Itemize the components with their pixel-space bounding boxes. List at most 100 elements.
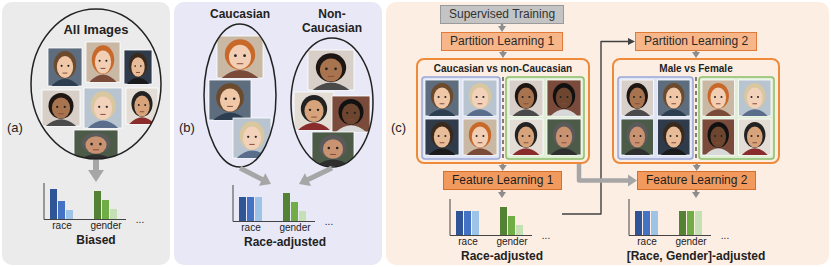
gender-bar <box>102 200 109 219</box>
set-title: All Images <box>30 8 162 37</box>
eye <box>309 109 311 111</box>
x-axis <box>629 235 711 236</box>
face-photo <box>658 119 691 155</box>
hair <box>319 135 347 159</box>
face <box>220 88 240 111</box>
photo-ground <box>294 92 334 130</box>
eye <box>476 96 478 98</box>
panel-label: (a) <box>7 120 23 135</box>
face <box>243 126 261 149</box>
connector-line <box>501 164 504 166</box>
face-photo <box>294 92 334 130</box>
connector <box>692 190 700 198</box>
face <box>52 98 70 119</box>
hair <box>431 122 453 148</box>
bar-chart: racegender...Race-adjusted <box>442 198 562 264</box>
connector <box>240 168 271 186</box>
partition-title: Caucasian vs non-Caucasian <box>418 60 588 75</box>
shoulders <box>661 148 687 155</box>
eye <box>640 135 642 137</box>
axis-label: ... <box>715 230 735 242</box>
eye <box>354 112 356 114</box>
partition-title: Male vs Female <box>614 60 778 75</box>
group-ground <box>422 77 500 159</box>
eye <box>138 104 140 106</box>
partition-figure <box>418 60 588 162</box>
hair <box>48 93 73 119</box>
mouth <box>716 142 721 143</box>
eye <box>225 98 228 101</box>
hair <box>90 91 115 120</box>
photo-ground <box>308 50 354 90</box>
face <box>95 50 111 73</box>
dashed-divider <box>695 77 696 159</box>
face <box>434 88 450 109</box>
y-axis <box>233 185 234 222</box>
panel-band: (c)Supervised TrainingPartition Learning… <box>386 2 829 265</box>
mouth <box>63 73 68 74</box>
axis-label: ... <box>319 216 339 228</box>
face <box>131 57 144 77</box>
hair <box>92 45 114 74</box>
mouth <box>524 103 529 104</box>
axis-label: race <box>233 222 269 234</box>
face-photo <box>48 48 82 86</box>
mouth <box>440 142 445 143</box>
face <box>710 127 726 148</box>
race-bar <box>635 211 642 235</box>
shoulders <box>512 109 539 116</box>
photo-ground <box>84 88 122 128</box>
ellipse-outline <box>204 24 276 167</box>
face <box>629 127 645 148</box>
box-label: Feature Learning 2 <box>646 173 747 188</box>
mouth <box>635 103 640 104</box>
shoulders <box>742 148 768 155</box>
gender-bar <box>299 211 306 221</box>
face-photo <box>308 50 354 90</box>
partition-figure <box>614 60 778 162</box>
face-photo <box>84 88 122 128</box>
eye <box>233 98 236 101</box>
eye <box>438 135 440 137</box>
photo-ground <box>547 80 581 116</box>
connector-line <box>502 51 505 53</box>
gender-bar <box>283 193 290 221</box>
face <box>85 136 106 153</box>
bar-chart: racegender...Race-adjusted <box>225 184 345 250</box>
face-photo <box>74 130 118 160</box>
photo-ground <box>42 90 80 126</box>
set-title: Caucasian <box>203 6 277 21</box>
gender-bar <box>110 209 117 219</box>
photo-ground <box>739 80 772 116</box>
photo-group <box>294 50 370 166</box>
axis-label: gender <box>273 222 317 234</box>
hair <box>744 83 765 109</box>
mouth <box>478 142 483 143</box>
photo-ground <box>463 119 497 155</box>
shoulders <box>336 125 366 132</box>
shoulders <box>624 109 650 116</box>
mouth <box>752 142 757 143</box>
mouth <box>562 142 567 143</box>
race-bar <box>239 197 246 221</box>
eye <box>522 96 524 98</box>
connector <box>499 164 507 171</box>
hair <box>338 99 363 125</box>
photo-group <box>42 42 158 160</box>
eye <box>676 96 678 98</box>
face <box>710 88 726 109</box>
arrow-head <box>259 173 271 185</box>
mouth <box>478 103 483 104</box>
face-photo <box>621 119 654 155</box>
gender-bar <box>695 211 702 235</box>
hair <box>81 132 110 154</box>
eye <box>325 67 328 70</box>
partition-box: Male vs Female <box>612 58 780 164</box>
gender-bar <box>291 202 298 221</box>
eye <box>134 65 136 67</box>
eye <box>67 65 69 67</box>
face-photo <box>658 80 691 116</box>
eye <box>751 96 753 98</box>
partition-box: Caucasian vs non-Caucasian <box>416 58 590 164</box>
photo-ground <box>621 80 654 116</box>
